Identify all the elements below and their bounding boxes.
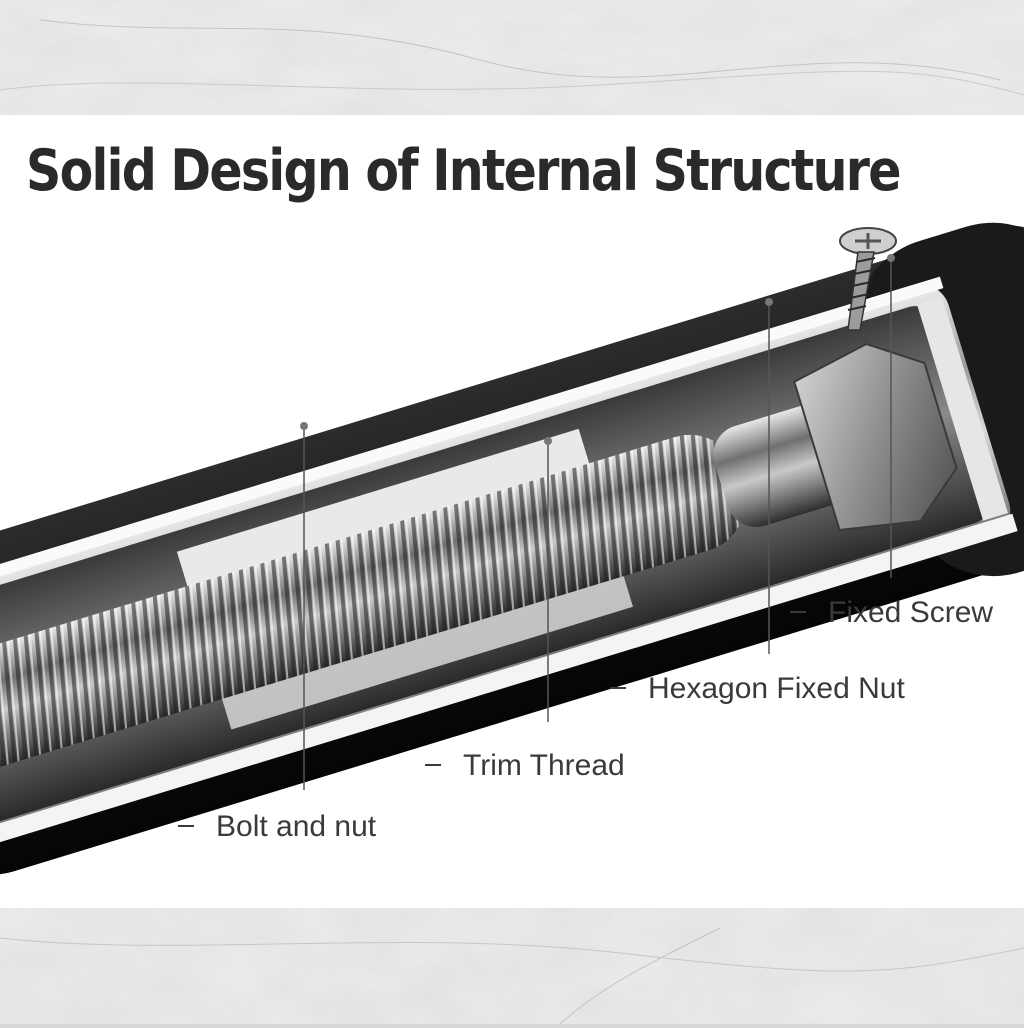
label-fixed-screw-text: Fixed Screw: [828, 596, 994, 629]
marble-background-bottom: [0, 908, 1024, 1025]
label-trim-thread: Trim Thread: [425, 749, 625, 783]
dash-marker: [178, 825, 194, 828]
label-bolt-and-nut: Bolt and nut: [178, 810, 376, 844]
fixed-screw-shape: [839, 227, 897, 331]
dash-marker: [610, 687, 626, 690]
label-hexagon-fixed-nut: Hexagon Fixed Nut: [610, 672, 905, 706]
dash-marker: [425, 764, 441, 767]
page-title: Solid Design of Internal Structure: [26, 138, 901, 204]
label-bolt-and-nut-text: Bolt and nut: [216, 810, 377, 843]
marble-background-top: [0, 0, 1024, 115]
label-fixed-screw: Fixed Screw: [790, 596, 993, 630]
label-trim-thread-text: Trim Thread: [463, 749, 625, 782]
dash-marker: [790, 611, 806, 614]
label-hexagon-fixed-nut-text: Hexagon Fixed Nut: [648, 672, 905, 705]
